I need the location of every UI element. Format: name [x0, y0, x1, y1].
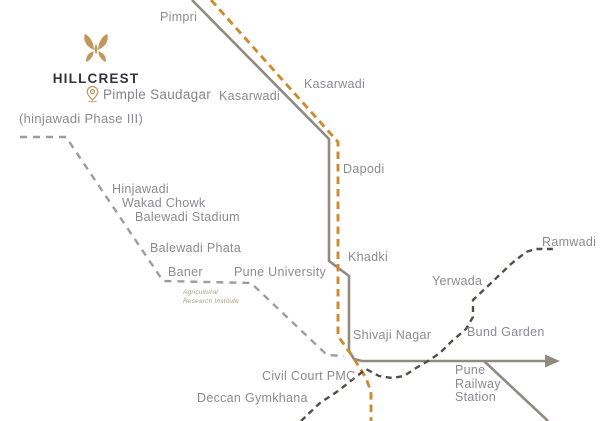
- civil-court-pmc-label: Civil Court PMC: [262, 369, 356, 383]
- pimpri-label: Pimpri: [160, 10, 198, 24]
- shivaji-nagar-label: Shivaji Nagar: [353, 328, 432, 342]
- khadki-label: Khadki: [348, 250, 389, 264]
- pune-railway-station-label: Pune Railway Station: [455, 363, 501, 404]
- railway-branch-line: [483, 360, 549, 421]
- railway-line: [191, 0, 546, 363]
- kasarwadi-west-label: Kasarwadi: [219, 89, 281, 103]
- kasarwadi-east-label: Kasarwadi: [304, 77, 366, 91]
- hillcrest-logo: HILLCREST: [44, 33, 148, 86]
- location-label: Pimple Saudagar: [103, 86, 212, 102]
- hinjawadi-label: Hinjawadi: [112, 182, 169, 196]
- balewadi-phata-label: Balewadi Phata: [150, 241, 242, 255]
- agricultural-research-institute-label: Agricultural Research Institute: [183, 289, 239, 306]
- wakad-chowk-label: Wakad Chowk: [122, 196, 206, 210]
- ramwadi-label: Ramwadi: [542, 235, 597, 249]
- pune-university-label: Pune University: [234, 265, 327, 279]
- dapodi-label: Dapodi: [343, 162, 385, 176]
- brand-name: HILLCREST: [52, 71, 140, 86]
- project-location: Pimple Saudagar: [85, 85, 211, 103]
- pcmc-metro-line: [209, 0, 373, 421]
- location-pin-icon: [86, 85, 99, 103]
- butterfly-monogram-icon: [84, 33, 108, 63]
- deccan-gymkhana-label: Deccan Gymkhana: [197, 391, 308, 405]
- baner-label: Baner: [168, 265, 203, 279]
- railway-arrowhead: [545, 354, 560, 368]
- balewadi-stadium-label: Balewadi Stadium: [135, 210, 240, 224]
- bund-garden-label: Bund Garden: [467, 325, 545, 339]
- region-note-hinjawadi-phase-3: (hinjawadi Phase III): [19, 111, 144, 126]
- hinjawadi-metro-line: [20, 135, 345, 358]
- yerwada-label: Yerwada: [432, 274, 483, 288]
- ramwadi-metro-line: [300, 247, 557, 421]
